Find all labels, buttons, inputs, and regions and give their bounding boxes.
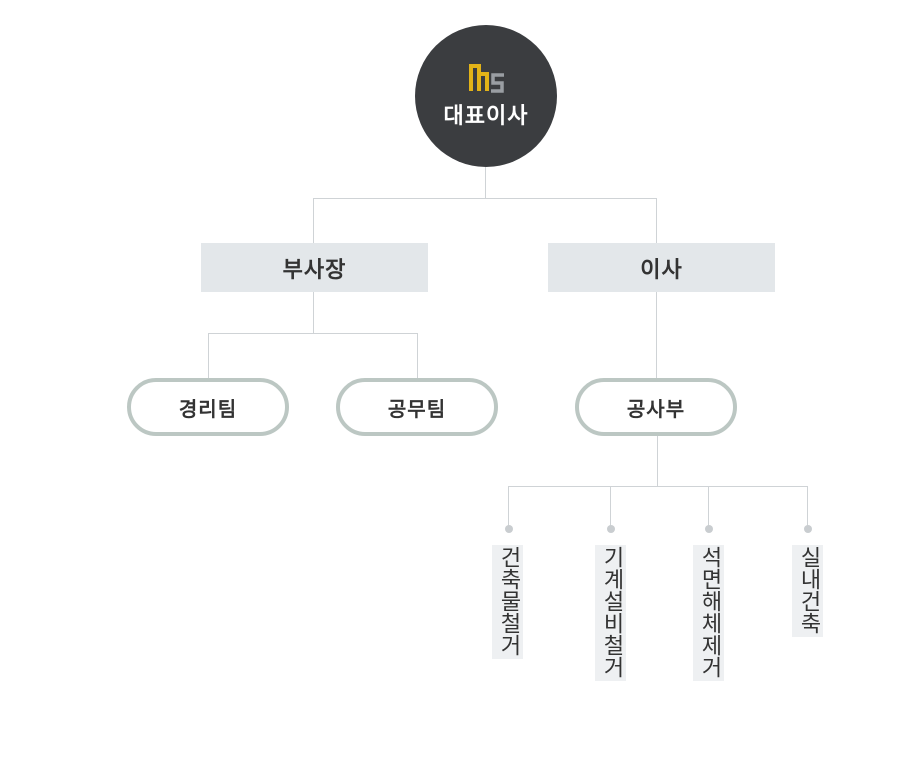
connector-dot: [804, 525, 812, 533]
connector-dot: [705, 525, 713, 533]
division-interior-construction: 실내건축: [792, 545, 823, 637]
org-node-director: 이사: [548, 243, 775, 292]
division-asbestos-removal: 석면해체제거: [693, 545, 724, 681]
connector-line: [313, 292, 314, 334]
org-node-accounting-team: 경리팀: [127, 378, 289, 436]
division-building-demolition: 건축물철거: [492, 545, 523, 659]
connector-line: [656, 292, 657, 378]
connector-line: [708, 486, 709, 528]
connector-line: [417, 333, 418, 378]
org-node-engineering-team: 공무팀: [336, 378, 498, 436]
connector-line: [807, 486, 808, 528]
connector-dot: [505, 525, 513, 533]
ceo-node: 대표이사: [415, 25, 557, 167]
org-node-vice-president: 부사장: [201, 243, 428, 292]
connector-line: [208, 333, 209, 378]
ms-logo-icon: [469, 64, 504, 93]
connector-line: [657, 436, 658, 486]
connector-line: [508, 486, 808, 487]
connector-dot: [607, 525, 615, 533]
ceo-title: 대표이사: [443, 104, 529, 129]
connector-line: [656, 198, 657, 243]
connector-line: [485, 167, 486, 199]
connector-line: [508, 486, 509, 528]
connector-line: [208, 333, 418, 334]
connector-line: [313, 198, 657, 199]
org-node-construction-dept: 공사부: [575, 378, 737, 436]
division-mechanical-demolition: 기계설비철거: [595, 545, 626, 681]
connector-line: [313, 198, 314, 243]
connector-line: [610, 486, 611, 528]
